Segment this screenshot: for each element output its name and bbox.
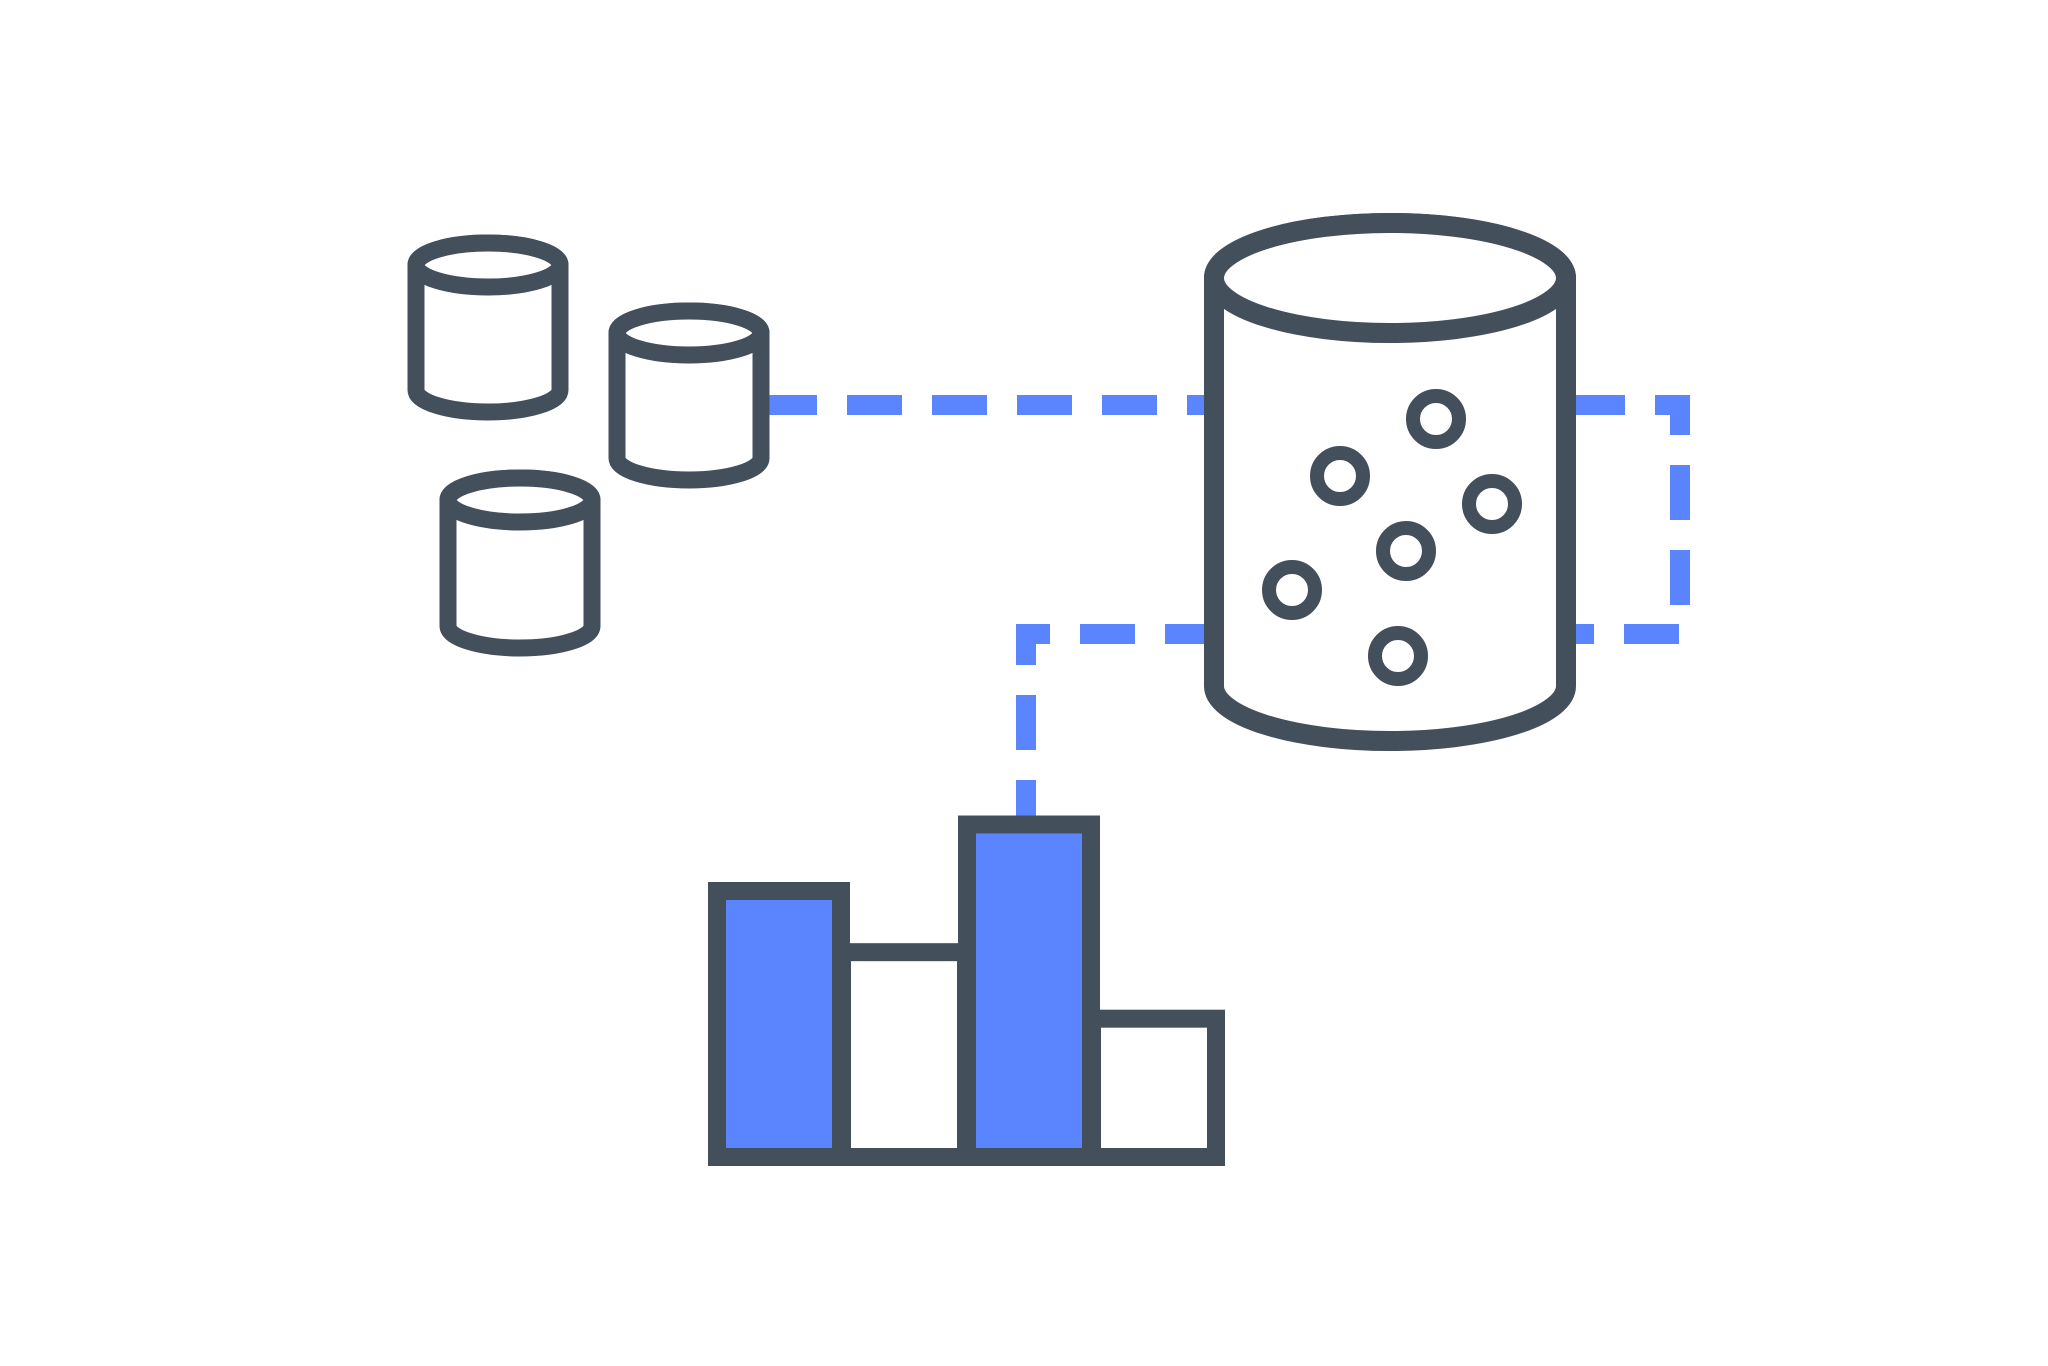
data-record-icon <box>1406 389 1466 449</box>
database-cylinder-2-icon-lid <box>608 302 770 364</box>
database-cylinder-1-icon <box>407 234 569 421</box>
large-database-cylinder-icon <box>1204 213 1576 751</box>
data-record-icon <box>1262 560 1322 620</box>
chart-bar <box>708 882 850 1166</box>
database-cylinder-2-icon <box>608 302 770 489</box>
data-record-icon <box>1310 446 1370 506</box>
database-cylinder-3-icon-lid <box>439 469 601 531</box>
data-record-icon <box>1376 521 1436 581</box>
dashed-connectors <box>762 395 1690 820</box>
bar-chart-icon <box>708 815 1225 1166</box>
connector-lake-to-chart <box>1016 624 1220 820</box>
chart-bar <box>833 943 975 1166</box>
data-record-icon <box>1368 626 1428 686</box>
database-cylinder-1-icon-lid <box>407 234 569 296</box>
chart-bar <box>1083 1009 1225 1166</box>
connector-lake-loop <box>1570 395 1690 644</box>
chart-bar <box>958 815 1100 1166</box>
data-record-icon <box>1462 474 1522 534</box>
large-database-cylinder-icon-lid <box>1204 213 1576 343</box>
database-cylinder-3-icon <box>439 469 601 657</box>
